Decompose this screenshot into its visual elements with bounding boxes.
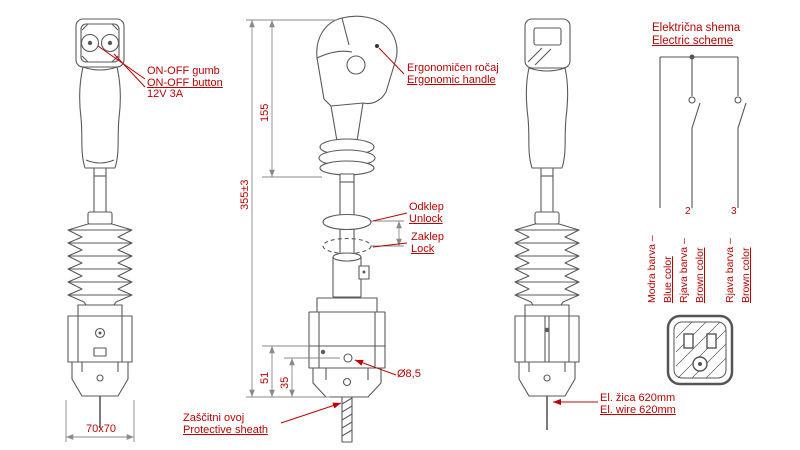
on-off-label-en: ON-OFF button: [147, 76, 223, 89]
dimension-base-footprint: 70x70: [86, 423, 116, 435]
unlock-label-sl: Odklep: [409, 201, 444, 213]
back-view-drawing: [514, 18, 580, 430]
wire2-color-label-en: Brown color: [694, 247, 706, 303]
front-view-drawing: [67, 18, 133, 428]
sheath-label-en: Protective sheath: [183, 423, 268, 436]
unlock-annotation: Odklep Unlock: [409, 201, 444, 225]
unlock-label-en: Unlock: [409, 212, 443, 225]
dimension-base-height: 51: [259, 371, 271, 384]
lock-label-sl: Zaklep: [411, 231, 445, 243]
ergonomic-label-en: Ergonomic handle: [407, 73, 496, 86]
wire2-color-label-sl: Rjava barva –: [678, 238, 690, 303]
annotation-leader-lines: [97, 45, 598, 424]
electric-wire-annotation: El. žica 620mm El. wire 620mm: [600, 392, 676, 416]
electric-scheme-title: Električna shema Electric scheme: [652, 22, 740, 47]
electric-scheme-drawing: [659, 54, 747, 208]
connector-detail-drawing: [666, 314, 734, 386]
wire3-color-label-sl: Rjava barva –: [724, 238, 736, 303]
dimension-handle-height: 155: [259, 103, 271, 122]
scheme-title-en: Electric scheme: [652, 34, 734, 47]
lock-label-en: Lock: [411, 242, 435, 255]
wire-label-en: El. wire 620mm: [600, 403, 676, 416]
wire3-color-label-en: Brown color: [740, 247, 752, 303]
dimension-total-height: 355±3: [239, 179, 251, 210]
wire1-color-label-sl: Modra barva –: [646, 235, 658, 303]
dimension-hole-diameter: Ø8,5: [397, 368, 421, 380]
side-view-drawing: [308, 15, 398, 443]
scheme-title-sl: Električna shema: [652, 22, 741, 34]
on-off-spec: 12V 3A: [147, 88, 184, 100]
wire2-number: 2: [685, 206, 691, 217]
wire-label-sl: El. žica 620mm: [600, 392, 676, 404]
dimension-hole-offset: 35: [279, 376, 291, 389]
wire3-number: 3: [731, 206, 737, 217]
on-off-annotation: ON-OFF gumb ON-OFF button 12V 3A: [147, 65, 223, 101]
sheath-label-sl: Zaščitni ovoj: [183, 412, 245, 424]
wire1-color-label-en: Blue color: [662, 256, 674, 303]
on-off-label-sl: ON-OFF gumb: [147, 65, 220, 77]
dimension-lines: [65, 19, 404, 442]
lock-annotation: Zaklep Lock: [411, 231, 445, 255]
ergonomic-handle-annotation: Ergonomičen ročaj Ergonomic handle: [407, 62, 499, 86]
ergonomic-label-sl: Ergonomičen ročaj: [407, 62, 499, 74]
protective-sheath-annotation: Zaščitni ovoj Protective sheath: [183, 412, 268, 436]
